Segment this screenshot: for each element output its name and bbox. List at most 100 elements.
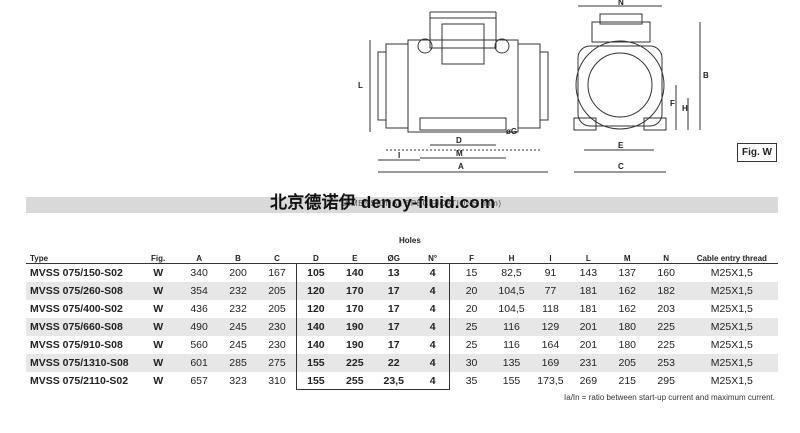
cell-og: 17 (387, 321, 400, 333)
dim-label-b: B (703, 71, 709, 80)
cell-d: 140 (307, 339, 325, 351)
cell-h: 104,5 (498, 303, 525, 315)
cell-cable: M25X1,5 (710, 339, 753, 351)
dim-label-a: A (458, 162, 464, 171)
cell-f: 25 (465, 321, 478, 333)
cell-n: 203 (657, 303, 675, 315)
cell-n: 160 (657, 267, 675, 279)
column-header-e: E (352, 254, 358, 263)
cell-type: MVSS 075/400-S02 (30, 303, 123, 315)
cell-m: 180 (618, 321, 637, 333)
section-title: DIMENSIONAL SPECIFICATIONS (mm) (342, 199, 502, 208)
cell-h: 116 (503, 339, 520, 351)
cell-og: 23,5 (383, 375, 404, 387)
cell-m: 162 (618, 285, 637, 297)
cell-l: 201 (579, 321, 598, 333)
column-header-d: D (312, 254, 319, 263)
watermark-text: 北京德诺伊 denoy-fluid.com (270, 193, 496, 212)
cell-i: 77 (544, 285, 557, 297)
cell-i: 129 (541, 321, 560, 333)
column-header-fig: Fig. (151, 254, 166, 263)
cell-b: 200 (229, 267, 247, 279)
column-header-m: M (623, 254, 631, 263)
cell-fig: W (153, 285, 164, 297)
cell-e: 255 (346, 375, 364, 387)
cell-c: 230 (268, 339, 286, 351)
column-header-a: A (196, 254, 202, 263)
dim-label-l: L (358, 81, 363, 90)
cell-cable: M25X1,5 (710, 357, 753, 369)
cell-m: 137 (618, 267, 637, 279)
dim-label-e: E (618, 141, 624, 150)
cell-n: 225 (657, 339, 675, 351)
column-header-no: N° (428, 254, 438, 263)
cell-cable: M25X1,5 (710, 303, 753, 315)
cell-b: 232 (229, 303, 247, 315)
cell-h: 116 (503, 321, 520, 333)
cell-cable: M25X1,5 (710, 321, 753, 333)
cell-i: 169 (541, 357, 560, 369)
cell-l: 181 (579, 303, 598, 315)
dim-label-f: F (670, 99, 675, 108)
side-view (369, 11, 549, 173)
cell-e: 170 (346, 285, 364, 297)
cell-l: 231 (579, 357, 598, 369)
cell-n: 295 (657, 375, 675, 387)
cell-i: 118 (542, 303, 559, 315)
cell-c: 167 (268, 267, 286, 279)
cell-no: 4 (429, 267, 436, 279)
cell-fig: W (153, 267, 164, 279)
cell-type: MVSS 075/2110-S02 (30, 375, 129, 387)
cell-e: 170 (346, 303, 364, 315)
figure-label: Fig. W (737, 143, 777, 162)
cell-l: 269 (579, 375, 598, 387)
cell-a: 436 (190, 303, 208, 315)
cell-f: 35 (465, 375, 478, 387)
cell-m: 162 (618, 303, 637, 315)
column-header-type: Type (30, 254, 49, 263)
cell-fig: W (153, 303, 164, 315)
footnote: Ia/In = ratio between start-up current a… (564, 393, 775, 402)
technical-drawing: L I D M A øG N B F H E C (358, 0, 709, 173)
cell-c: 310 (268, 375, 286, 387)
cell-l: 201 (579, 339, 598, 351)
cell-m: 180 (618, 339, 637, 351)
cell-c: 205 (268, 285, 286, 297)
cell-type: MVSS 075/660-S08 (30, 321, 123, 333)
cell-d: 155 (307, 375, 325, 387)
cell-i: 91 (544, 267, 557, 279)
cell-og: 22 (387, 357, 400, 369)
cell-m: 205 (618, 357, 637, 369)
column-header-f: F (469, 254, 475, 263)
front-view (573, 5, 701, 173)
cell-a: 340 (190, 267, 208, 279)
cell-og: 17 (387, 339, 400, 351)
cell-f: 15 (465, 267, 478, 279)
cell-cable: M25X1,5 (710, 285, 753, 297)
cell-l: 143 (579, 267, 598, 279)
cell-type: MVSS 075/1310-S08 (30, 357, 129, 369)
cell-h: 104,5 (498, 285, 525, 297)
cell-b: 232 (229, 285, 247, 297)
cell-d: 105 (307, 267, 325, 279)
cell-no: 4 (429, 285, 436, 297)
cell-i: 173,5 (537, 375, 564, 387)
column-header-h: H (508, 254, 515, 263)
cell-no: 4 (429, 303, 436, 315)
cell-no: 4 (429, 339, 436, 351)
dim-label-g: øG (506, 127, 517, 136)
cell-f: 20 (465, 285, 478, 297)
holes-group-box (296, 263, 450, 390)
cell-c: 230 (268, 321, 286, 333)
column-header-n: N (663, 254, 670, 263)
cell-type: MVSS 075/910-S08 (30, 339, 123, 351)
cell-m: 215 (618, 375, 637, 387)
dim-label-d: D (456, 136, 462, 145)
cell-d: 155 (307, 357, 325, 369)
cell-d: 120 (307, 303, 325, 315)
cell-b: 323 (229, 375, 247, 387)
